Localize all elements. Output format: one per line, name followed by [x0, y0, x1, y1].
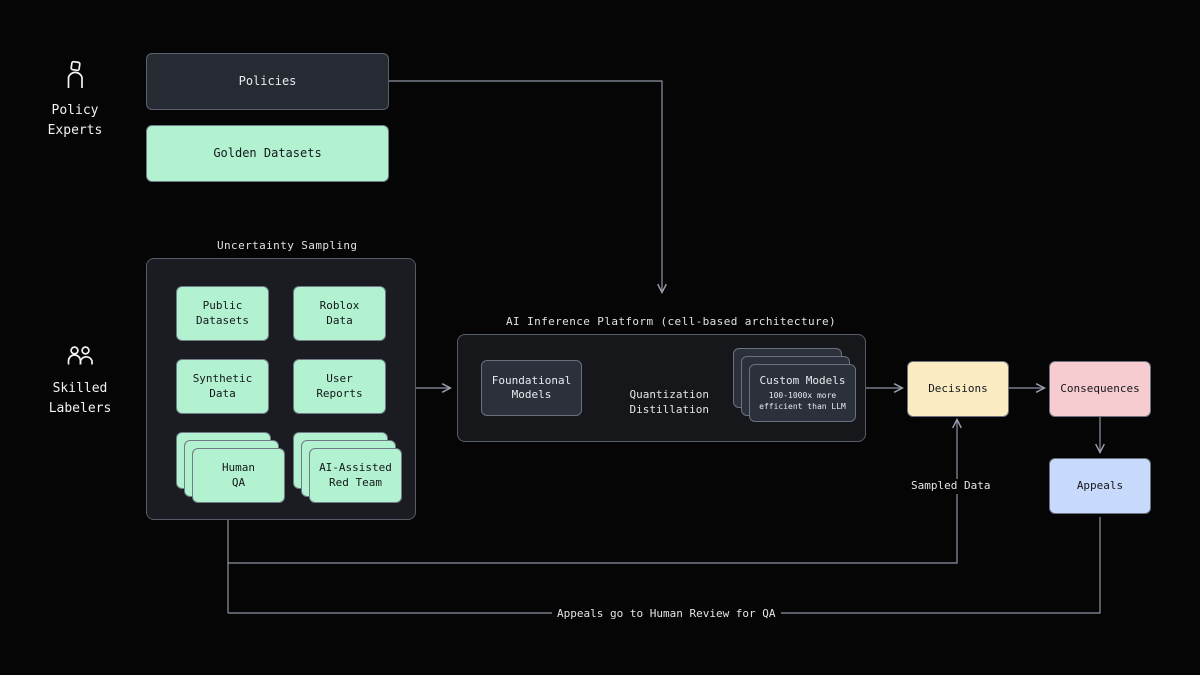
- card-human-qa-line1: Human: [221, 461, 256, 475]
- node-golden-datasets[interactable]: Golden Datasets: [146, 125, 389, 182]
- card-roblox-data[interactable]: Roblox Data: [293, 286, 386, 341]
- link-appeals-rail: [228, 517, 1101, 614]
- card-human-qa-line2: QA: [231, 475, 246, 489]
- actor-skilled-labelers-line2: Labelers: [48, 400, 112, 416]
- card-public-datasets-line1: Public: [202, 299, 243, 313]
- node-custom-models-sub1: 100-1000x more: [768, 391, 837, 401]
- node-decisions-label: Decisions: [928, 381, 988, 395]
- card-synthetic-data-line2: Data: [209, 386, 236, 400]
- card-roblox-data-line2: Data: [326, 313, 353, 327]
- card-user-reports[interactable]: User Reports: [293, 359, 386, 414]
- actor-policy-experts: Policy Experts: [30, 58, 120, 139]
- transform-line2: Distillation: [629, 402, 709, 416]
- node-appeals[interactable]: Appeals: [1049, 458, 1151, 514]
- link-policies-to-platform: [389, 80, 667, 295]
- transform-line1: Quantization: [629, 387, 709, 401]
- node-decisions[interactable]: Decisions: [907, 361, 1009, 417]
- people-icon: [64, 344, 96, 374]
- node-consequences-label: Consequences: [1060, 381, 1140, 395]
- edge-label-quantization-distillation: Quantization Distillation: [603, 373, 709, 432]
- node-foundational-models-line2: Models: [511, 388, 552, 401]
- node-golden-datasets-label: Golden Datasets: [213, 145, 322, 160]
- card-ai-red-team-line2: Red Team: [329, 475, 382, 489]
- card-public-datasets[interactable]: Public Datasets: [176, 286, 269, 341]
- edge-label-appeals-review: Appeals go to Human Review for QA: [552, 607, 781, 622]
- card-public-datasets-line2: Datasets: [196, 313, 249, 327]
- node-foundational-models-line1: Foundational: [491, 373, 572, 387]
- card-ai-red-team-stack[interactable]: AI-Assisted Red Team: [293, 432, 403, 503]
- card-user-reports-line2: Reports: [316, 386, 363, 400]
- node-policies-label: Policies: [238, 73, 297, 88]
- group-title-uncertainty-sampling: Uncertainty Sampling: [217, 239, 358, 252]
- actor-skilled-labelers: Skilled Labelers: [35, 344, 125, 417]
- node-foundational-models[interactable]: Foundational Models: [481, 360, 582, 416]
- card-synthetic-data-line1: Synthetic: [192, 372, 253, 386]
- card-synthetic-data[interactable]: Synthetic Data: [176, 359, 269, 414]
- group-title-inference-platform: AI Inference Platform (cell-based archit…: [506, 315, 837, 328]
- card-human-qa[interactable]: Human QA: [192, 448, 285, 503]
- node-custom-models[interactable]: Custom Models 100-1000x more efficient t…: [749, 364, 856, 422]
- node-custom-models-stack[interactable]: Custom Models 100-1000x more efficient t…: [733, 348, 857, 422]
- node-consequences[interactable]: Consequences: [1049, 361, 1151, 417]
- card-ai-red-team[interactable]: AI-Assisted Red Team: [309, 448, 402, 503]
- card-human-qa-stack[interactable]: Human QA: [176, 432, 286, 503]
- edge-label-sampled-data: Sampled Data: [906, 479, 996, 494]
- card-roblox-data-line1: Roblox: [319, 299, 360, 313]
- card-user-reports-line1: User: [326, 372, 353, 386]
- node-appeals-label: Appeals: [1076, 478, 1124, 492]
- actor-skilled-labelers-line1: Skilled: [52, 381, 108, 396]
- node-custom-models-title: Custom Models: [759, 373, 846, 387]
- actor-policy-experts-line1: Policy: [51, 103, 99, 118]
- card-ai-red-team-line1: AI-Assisted: [319, 461, 392, 475]
- node-policies[interactable]: Policies: [146, 53, 389, 110]
- person-icon: [62, 58, 88, 96]
- node-custom-models-sub2: efficient than LLM: [759, 401, 846, 411]
- actor-policy-experts-line2: Experts: [47, 122, 103, 138]
